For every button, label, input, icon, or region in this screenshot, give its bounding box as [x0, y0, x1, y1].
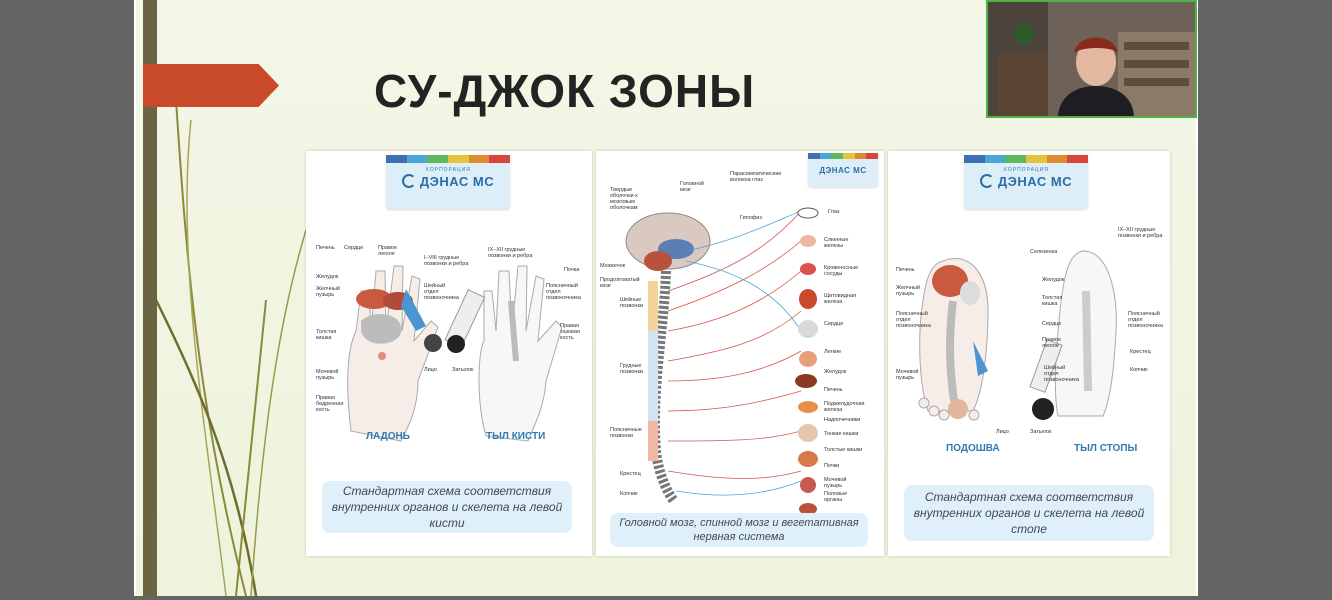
annot-foot-coccyx: Копчик: [1130, 367, 1148, 373]
logo-corporation: КОРПОРАЦИЯ: [426, 167, 471, 173]
label-sole: ПОДОШВА: [946, 443, 1000, 454]
annot-eye: Глаз: [828, 209, 840, 215]
annot-stomach: Желудок: [316, 274, 339, 280]
annot-lumbar-vertebrae: Поясничные позвонки: [610, 427, 642, 439]
annot-nerve-liver: Печень: [824, 387, 843, 393]
annot-right-lung: Правое легкое: [378, 245, 398, 257]
annot-nerve-bladder: Мочевой пузырь: [824, 477, 847, 489]
logo-brand-foot: ДЭНАС МС: [997, 173, 1073, 189]
annot-large-intestine: Толстые кишки: [824, 447, 863, 453]
logo-color-stripe: [386, 155, 511, 163]
annot-spleen: Селезенка: [1030, 249, 1058, 255]
annot-adrenal: Надпочечники: [824, 417, 861, 423]
annot-lungs: Легкие: [824, 349, 842, 355]
annot-heart: Сердце: [344, 245, 364, 251]
logo-corporation-foot: КОРПОРАЦИЯ: [1004, 167, 1049, 173]
annot-thoracic-vertebrae: Грудные позвонки: [620, 363, 643, 375]
annot-nerve-heart: Сердце: [824, 321, 844, 327]
logo-mark-icon-foot: [979, 174, 994, 188]
hand-diagram-panel: КОРПОРАЦИЯ ДЭНАС МС Печень Сердце П: [306, 151, 592, 556]
annot-pituitary: Гипофиз: [740, 215, 762, 221]
annot-foot-heart: Сердце: [1042, 321, 1062, 327]
denas-logo: КОРПОРАЦИЯ ДЭНАС МС: [386, 155, 511, 209]
annot-colon: Толстая кишка: [316, 329, 337, 341]
annot-salivary: Слюнные железы: [824, 237, 849, 249]
annot-foot-lumbar-right: Поясничный отдел позвоночника: [1128, 311, 1163, 329]
annot-vessels: Кровеносные сосуды: [824, 265, 859, 277]
annot-medulla: Продолговатый мозг: [600, 277, 640, 289]
annot-bladder: Мочевой пузырь: [316, 369, 339, 381]
annot-foot-cervical: Шейный отдел позвоночника: [1044, 365, 1079, 383]
label-back-of-foot: ТЫЛ СТОПЫ: [1074, 443, 1138, 454]
annot-foot-stomach: Желудок: [1042, 277, 1065, 283]
annot-sacrum: Крестец: [620, 471, 641, 477]
logo-brand: ДЭНАС МС: [419, 173, 495, 189]
annot-kidney: Почка: [564, 267, 580, 273]
annot-kidneys: Почки: [824, 463, 840, 469]
annot-liver: Печень: [316, 245, 335, 251]
annot-cervical-vertebrae: Шейные позвонки: [620, 297, 643, 309]
annot-cerebellum: Мозжечок: [600, 263, 626, 269]
annot-foot-colon: Толстая кишка: [1042, 295, 1063, 307]
annot-pancreas: Поджелудочная железа: [824, 401, 865, 413]
annot-foot-thoracic: IX–XII грудные позвонки и ребра: [1118, 227, 1163, 239]
hand-illustration: [347, 265, 563, 442]
presenter-video-icon: [988, 2, 1195, 116]
annot-thyroid: Щитовидная железа: [824, 293, 857, 305]
annot-foot-occiput: Затылок: [1030, 429, 1052, 435]
annot-genitals: Половые органы: [824, 491, 848, 503]
nervous-system-illustration: [625, 207, 819, 515]
slide-left-bar: [143, 0, 157, 596]
annot-brain: Головной мозг: [680, 181, 704, 193]
annot-coccyx: Копчик: [620, 491, 638, 497]
annot-parasympathetic: Парасимпатические волокна глаз: [730, 171, 782, 183]
logo-brand-small: ДЭНАС МС: [819, 165, 867, 175]
annot-pelvic-bone: Правая тазовая кость: [560, 323, 580, 341]
presenter-webcam[interactable]: [986, 0, 1197, 118]
annot-cervical: Шейный отдел позвоночника: [424, 283, 459, 301]
annot-meninges: Твердые оболочки к мозговым оболочкам: [610, 187, 638, 211]
foot-diagram-panel: КОРПОРАЦИЯ ДЭНАС МС Селезенка Желудок То…: [888, 151, 1170, 556]
logo-mark-icon: [401, 174, 416, 188]
nervous-system-caption: Головной мозг, спинной мозг и вегетативн…: [610, 513, 868, 547]
annot-femur: Правая бедренная кость: [316, 395, 344, 413]
foot-caption: Стандартная схема соответствия внутренни…: [904, 485, 1154, 541]
label-back-of-hand: ТЫЛ КИСТИ: [486, 431, 546, 442]
annot-foot-lumbar: Поясничный отдел позвоночника: [896, 311, 931, 329]
hand-caption: Стандартная схема соответствия внутренни…: [322, 481, 572, 533]
annot-foot-liver: Печень: [896, 267, 915, 273]
annot-gallbladder: Желчный пузырь: [316, 286, 340, 298]
nervous-system-panel: ДЭНАС МС: [596, 151, 884, 556]
annot-small-intestine: Тонкие кишки: [824, 431, 859, 437]
denas-logo-foot: КОРПОРАЦИЯ ДЭНАС МС: [964, 155, 1089, 209]
annot-foot-right-lung: Правое легкое: [1042, 337, 1062, 349]
annot-foot-bladder: Мочевой пузырь: [896, 369, 919, 381]
title-arrow-tag: [143, 64, 279, 107]
annot-thoracic-1-8: I–VIII грудные позвонки и ребра: [424, 255, 469, 267]
foot-illustration: [918, 250, 1117, 421]
annot-lumbar: Поясничный отдел позвоночника: [546, 283, 581, 301]
label-palm: ЛАДОНЬ: [366, 431, 410, 442]
grass-decoration: [154, 99, 307, 596]
annot-foot-sacrum: Крестец: [1130, 349, 1151, 355]
annot-thoracic-9-12: IX–XII грудные позвонки и ребра: [488, 247, 533, 259]
denas-logo-small: ДЭНАС МС: [808, 153, 879, 187]
annot-foot-gallbladder: Желчный пузырь: [896, 285, 920, 297]
annot-face: Лицо: [424, 367, 437, 373]
annot-nerve-stomach: Желудок: [824, 369, 847, 375]
slide-title: СУ-ДЖОК ЗОНЫ: [374, 65, 756, 117]
annot-foot-face: Лицо: [996, 429, 1009, 435]
annot-occiput: Затылок: [452, 367, 474, 373]
